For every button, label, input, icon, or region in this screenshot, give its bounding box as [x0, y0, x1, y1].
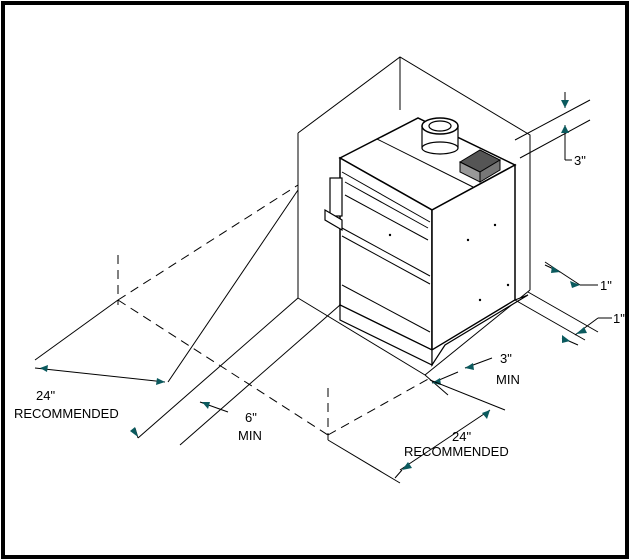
label-right-value: 24": [452, 429, 471, 444]
dim-front-clearance: 3" MIN: [424, 351, 520, 396]
label-side-upper: 1": [600, 278, 612, 293]
dim-right-recommended: 24" RECOMMENDED: [327, 379, 509, 484]
boiler-base-side: [431, 294, 529, 368]
recommended-floor-area: [117, 184, 431, 440]
dim-top-clearance: 3": [514, 92, 591, 168]
label-mid-min: MIN: [238, 428, 262, 443]
label-top-clearance: 3": [574, 153, 586, 168]
label-front-min: MIN: [496, 372, 520, 387]
label-side-lower: 1": [613, 311, 625, 326]
label-front-value: 3": [500, 351, 512, 366]
boiler-unit: [324, 117, 529, 368]
control-box: [329, 177, 343, 217]
label-left-value: 24": [36, 388, 55, 403]
label-right-rec: RECOMMENDED: [404, 444, 509, 459]
dim-side-clearance: 1" 1": [514, 261, 625, 346]
flue-collar: [421, 117, 459, 155]
label-left-rec: RECOMMENDED: [14, 406, 119, 421]
dim-left-recommended: 24" RECOMMENDED: [14, 189, 299, 421]
label-mid-value: 6": [245, 410, 257, 425]
jacket-lip: [324, 208, 343, 232]
air-intake: [458, 149, 502, 183]
dim-rear-min: 6" MIN: [130, 297, 341, 446]
